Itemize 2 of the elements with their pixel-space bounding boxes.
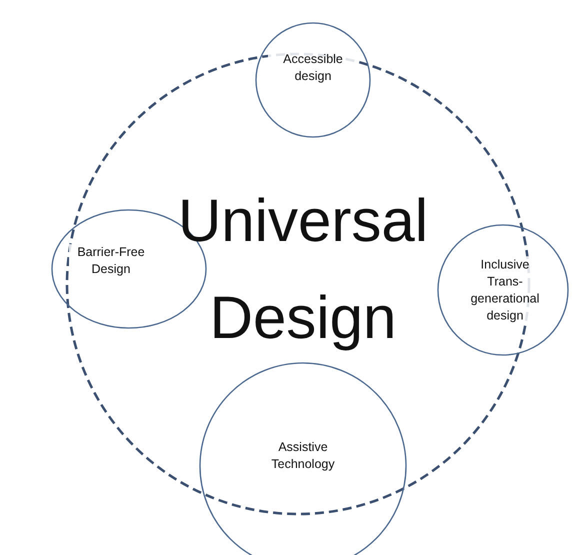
center-title: Universal Design [176, 186, 430, 353]
circle-label: Accessible design [268, 51, 358, 85]
